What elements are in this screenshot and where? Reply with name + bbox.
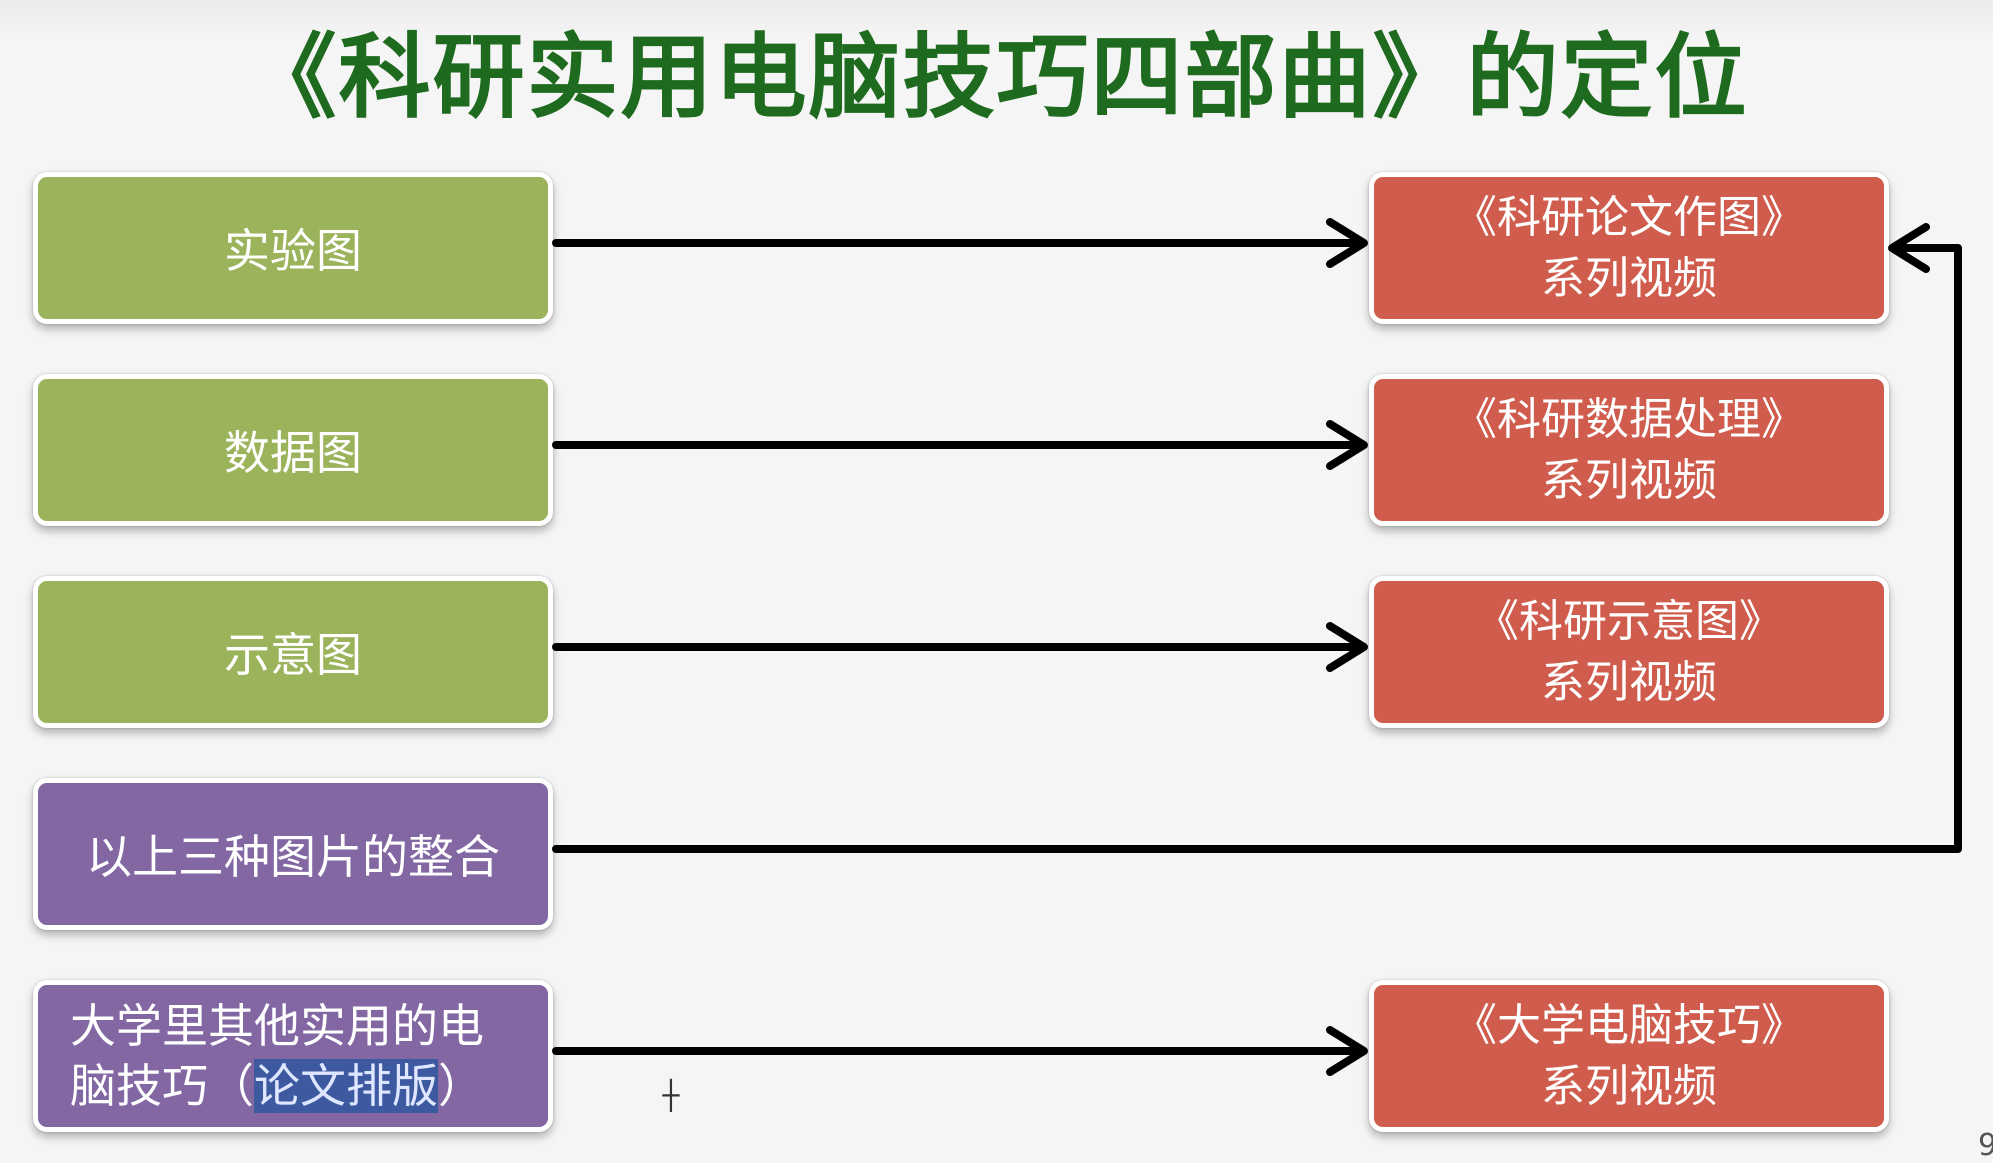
- box-label-line2: 脑技巧（论文排版）: [70, 1056, 484, 1116]
- box-label: 示意图: [224, 628, 362, 682]
- box-label: 数据图: [224, 426, 362, 480]
- box-label-line1: 大学里其他实用的电: [70, 999, 484, 1053]
- box-computer-skills-series[interactable]: 《大学电脑技巧》 系列视频: [1369, 980, 1889, 1132]
- highlighted-text: 论文排版: [254, 1059, 438, 1113]
- arrow-head-3: [1326, 622, 1368, 672]
- page-title: 《科研实用电脑技巧四部曲》的定位: [244, 24, 1749, 131]
- top-band: [0, 0, 1993, 40]
- box-title: 《科研示意图》: [1475, 596, 1783, 647]
- box-data-processing-series[interactable]: 《科研数据处理》 系列视频: [1369, 374, 1889, 526]
- box-title: 《科研论文作图》: [1453, 192, 1805, 243]
- box-label: 以上三种图片的整合: [86, 830, 500, 884]
- box-label-line2-post: ）: [438, 1059, 484, 1113]
- box-subtitle: 系列视频: [1541, 253, 1717, 304]
- arrow-head-2: [1326, 420, 1368, 470]
- box-data-figure[interactable]: 数据图: [33, 374, 553, 526]
- box-other-computer-skills[interactable]: 大学里其他实用的电 脑技巧（论文排版）: [33, 980, 553, 1132]
- box-schematic-series[interactable]: 《科研示意图》 系列视频: [1369, 576, 1889, 728]
- box-figure-integration[interactable]: 以上三种图片的整合: [33, 778, 553, 930]
- box-title: 《大学电脑技巧》: [1453, 1000, 1805, 1051]
- arrow-line-4: [552, 244, 1962, 853]
- box-schematic-figure[interactable]: 示意图: [33, 576, 553, 728]
- box-subtitle: 系列视频: [1541, 657, 1717, 708]
- box-subtitle: 系列视频: [1541, 455, 1717, 506]
- page-number: 9: [1978, 1128, 1993, 1163]
- box-subtitle: 系列视频: [1541, 1061, 1717, 1112]
- arrow-head-4: [1888, 223, 1930, 273]
- box-experiment-figure[interactable]: 实验图: [33, 172, 553, 324]
- box-label-line2-pre: 脑技巧（: [70, 1059, 254, 1113]
- arrow-head-1: [1326, 218, 1368, 268]
- box-paper-figure-series[interactable]: 《科研论文作图》 系列视频: [1369, 172, 1889, 324]
- crosshair-cursor-icon: ┼: [662, 1079, 680, 1112]
- arrow-head-5: [1326, 1026, 1368, 1076]
- box-title: 《科研数据处理》: [1453, 394, 1805, 445]
- box-label: 实验图: [224, 224, 362, 278]
